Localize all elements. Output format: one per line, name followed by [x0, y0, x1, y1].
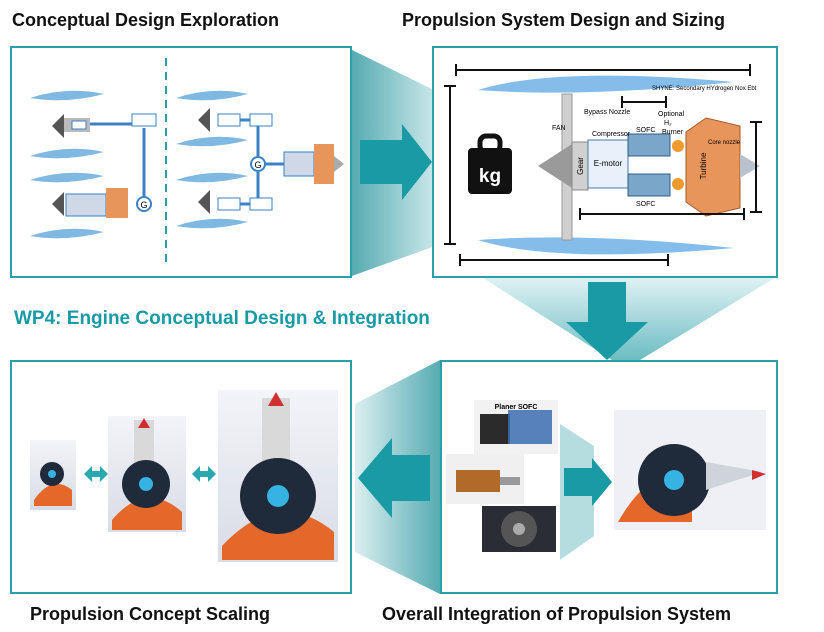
generator-symbol-right: G [254, 160, 261, 170]
arrow-down [566, 282, 648, 360]
title-concept-scaling: Propulsion Concept Scaling [30, 604, 271, 624]
engine-sizing-diagram: Gear E-motor Turbine Core nozzle kg SHYN… [444, 64, 762, 266]
arrow-left-bottom [358, 438, 430, 518]
electric-motor-rotor-image [446, 454, 524, 504]
panel-concept-scaling [10, 360, 352, 594]
core-nozzle-label: Core nozzle [708, 140, 741, 146]
integration-arrow [564, 458, 612, 506]
generator-icon-left [136, 196, 152, 212]
integrated-engine-model [614, 410, 766, 530]
panel-propulsion-sizing: Gear E-motor Turbine Core nozzle kg SHYN… [432, 46, 778, 278]
connections-right [240, 118, 284, 206]
sofc-stack-bottom [627, 173, 671, 197]
title-conceptual-design: Conceptual Design Exploration [12, 10, 280, 30]
turbine-label: Turbine [699, 152, 708, 179]
generator-symbol-left: G [140, 200, 147, 210]
generator-icon-right [250, 156, 266, 172]
compressor-label: Compressor [592, 131, 631, 138]
burner-label: Burner [662, 129, 684, 136]
engine-model-small [30, 440, 76, 510]
shyne-label: SHYNE: Secondary HYdrogen Nox Ebt [652, 86, 757, 92]
engine-model-medium [108, 416, 186, 532]
kg-weight-icon: kg [468, 133, 512, 194]
title-overall-integration: Overall Integration of Propulsion System [382, 604, 732, 624]
engine-sketch-1 [30, 90, 104, 159]
optional-label: Optional [658, 111, 685, 118]
connections-left [90, 122, 146, 198]
panel-overall-integration: Planer SOFC [440, 360, 778, 594]
burner-bottom [672, 178, 684, 190]
dimension-lines [444, 64, 762, 266]
engine-sketch-4 [176, 172, 273, 229]
fan-label: FAN [552, 125, 566, 132]
engine-sketch-3 [176, 90, 273, 147]
planar-sofc-image [474, 400, 558, 454]
engine-model-large [218, 390, 338, 562]
nacelle-bottom [478, 237, 734, 255]
sofc-top-label: SOFC [636, 127, 655, 134]
integration-images: Planer SOFC [446, 400, 766, 560]
funnel-down [480, 276, 778, 360]
architecture-sketches: G G [30, 58, 344, 266]
nacelle-top [478, 75, 734, 93]
kg-label: kg [479, 166, 501, 187]
spinner [538, 144, 572, 188]
sofc-bottom-label: SOFC [636, 201, 655, 208]
scale-arrow-1 [84, 466, 108, 482]
workpackage-label: WP4: Engine Conceptual Design & Integrat… [14, 308, 430, 329]
core-sketch-right [283, 144, 344, 184]
sofc-stack-top [627, 133, 671, 157]
planar-sofc-label: Planer SOFC [495, 404, 538, 411]
engine-sketch-2 [30, 172, 128, 239]
scaling-models [30, 390, 338, 562]
h2-label: H₂ [664, 120, 672, 127]
burner-top [672, 140, 684, 152]
arrow-right-top [360, 124, 432, 200]
core-nozzle-cone [740, 154, 760, 178]
turbine-section [685, 117, 741, 217]
turbine-disk-image [482, 506, 556, 552]
gear-label: Gear [576, 157, 585, 175]
scale-arrow-2 [192, 466, 216, 482]
title-propulsion-sizing: Propulsion System Design and Sizing [402, 10, 726, 30]
emotor-label: E-motor [594, 159, 623, 168]
bypass-nozzle-label: Bypass Nozzle [584, 109, 630, 116]
panel-conceptual-design: G G [10, 46, 352, 278]
emotor-box [587, 139, 629, 189]
